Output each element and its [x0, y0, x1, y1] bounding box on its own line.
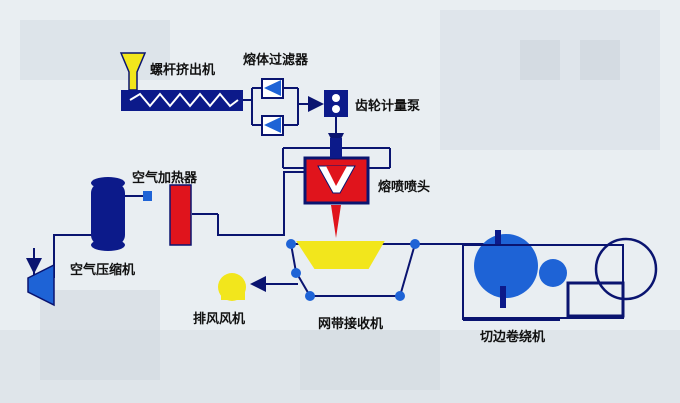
- connector-lines: [26, 87, 560, 321]
- trim-winder: [462, 230, 658, 319]
- label-air-heater: 空气加热器: [132, 170, 198, 186]
- gear-metering-pump: [324, 90, 348, 117]
- web-forming-belt: [286, 239, 420, 301]
- air-tank: [91, 177, 125, 251]
- label-meltblown-head: 熔喷喷头: [378, 179, 430, 195]
- label-belt-receiver: 网带接收机: [318, 316, 383, 332]
- label-trim-winder: 切边卷绕机: [480, 329, 545, 345]
- label-melt-filter: 熔体过滤器: [243, 52, 309, 68]
- exhaust-fan: [218, 273, 246, 301]
- label-exhaust-fan: 排风风机: [193, 311, 245, 327]
- air-heater: [143, 184, 192, 246]
- label-air-compressor: 空气压缩机: [70, 262, 135, 278]
- label-gear-metering-pump: 齿轮计量泵: [355, 98, 420, 114]
- melt-filter: [261, 78, 284, 136]
- label-screw-extruder: 螺杆挤出机: [150, 62, 215, 78]
- air-compressor: [27, 263, 55, 307]
- meltblown-head: [303, 138, 370, 238]
- screw-extruder: [119, 52, 243, 111]
